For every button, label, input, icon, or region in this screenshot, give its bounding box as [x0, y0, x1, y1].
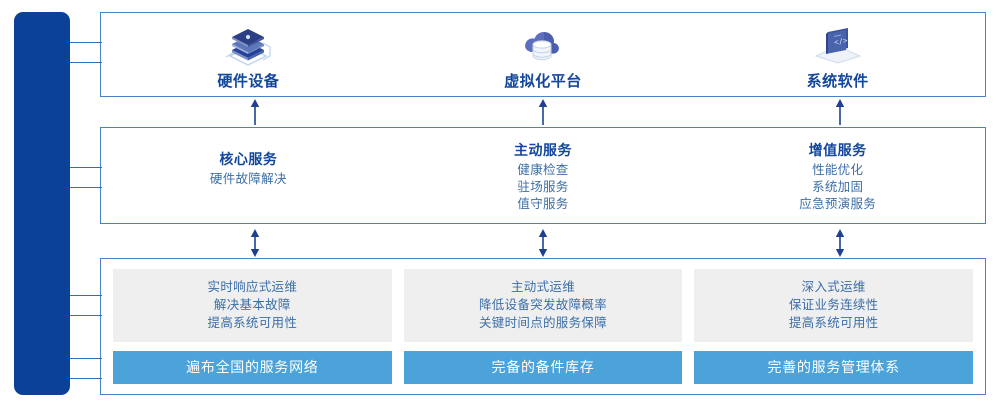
product-card-item: 系统加固 [812, 180, 864, 194]
product-card-item: 值守服务 [517, 197, 569, 211]
connector-line-product-top [68, 167, 102, 168]
position-line: 提高系统可用性 [788, 316, 879, 331]
sidebar [14, 12, 70, 395]
position-line: 保证业务连续性 [788, 298, 879, 313]
product-card-item: 健康检查 [517, 163, 569, 177]
product-card-title: 核心服务 [219, 151, 278, 167]
product-position-advantage-panel: 实时响应式运维 解决基本故障 提高系统可用性 遍布全国的服务网络 主动式运维 降… [100, 258, 986, 395]
advantage-bar-3[interactable]: 完善的服务管理体系 [694, 350, 974, 384]
arrow-up-tech-3 [833, 98, 847, 131]
arrow-up-tech-2 [536, 98, 550, 131]
sidebar-label-line2: 优势 [0, 398, 56, 407]
arrow-up-down-product-2 [536, 228, 550, 263]
connector-line-position-top [68, 295, 102, 296]
position-line: 实时响应式运维 [207, 280, 298, 295]
position-box-2[interactable]: 主动式运维 降低设备突发故障概率 关键时间点的服务保障 [403, 269, 683, 342]
tech-card-label: 系统软件 [806, 73, 869, 90]
product-card-item: 应急预演服务 [799, 197, 877, 211]
position-line: 解决基本故障 [213, 298, 291, 313]
advantage-bar-2[interactable]: 完备的备件库存 [403, 350, 683, 384]
product-card-core[interactable]: 核心服务 硬件故障解决 [101, 128, 396, 223]
product-content-panel: 核心服务 硬件故障解决 主动服务 健康检查 驻场服务 值守服务 增值服务 性能优… [100, 127, 986, 224]
tech-card-virtualization[interactable]: 虚拟化平台 [396, 13, 691, 96]
connector-line-tech-bottom [68, 62, 102, 63]
bottom-column-2: 主动式运维 降低设备突发故障概率 关键时间点的服务保障 完备的备件库存 [403, 269, 683, 384]
product-card-item: 硬件故障解决 [209, 172, 287, 186]
product-card-item: 性能优化 [812, 163, 864, 177]
product-card-title: 主动服务 [514, 142, 572, 158]
product-card-title: 增值服务 [808, 142, 867, 158]
position-line: 关键时间点的服务保障 [479, 316, 608, 331]
position-line: 提高系统可用性 [207, 316, 298, 331]
product-card-value-added[interactable]: 增值服务 性能优化 系统加固 应急预演服务 [690, 128, 985, 223]
connector-line-advantage-top [68, 358, 102, 359]
bottom-column-3: 深入式运维 保证业务连续性 提高系统可用性 完善的服务管理体系 [694, 269, 974, 384]
bottom-column-1: 实时响应式运维 解决基本故障 提高系统可用性 遍布全国的服务网络 [113, 269, 392, 384]
tech-card-label: 虚拟化平台 [504, 73, 582, 90]
advantage-bar-1[interactable]: 遍布全国的服务网络 [113, 350, 392, 384]
tech-direction-panel: 硬件设备 虚拟化平台 [100, 12, 986, 97]
server-stack-icon [218, 22, 278, 68]
connector-line-advantage-bottom [68, 378, 102, 379]
arrow-up-down-product-3 [833, 228, 847, 263]
product-card-proactive[interactable]: 主动服务 健康检查 驻场服务 值守服务 [396, 128, 691, 223]
tech-card-system-software[interactable]: </> 系统软件 [690, 13, 985, 96]
cloud-database-icon [513, 22, 573, 68]
connector-line-position-bottom [68, 315, 102, 316]
svg-text:</>: </> [833, 36, 848, 47]
arrow-up-tech-1 [248, 98, 262, 131]
arrow-up-down-product-1 [248, 228, 262, 263]
connector-line-tech-top [68, 42, 102, 43]
position-box-3[interactable]: 深入式运维 保证业务连续性 提高系统可用性 [694, 269, 974, 342]
laptop-code-icon: </> [808, 22, 868, 68]
product-card-item: 驻场服务 [517, 180, 569, 194]
tech-card-label: 硬件设备 [217, 73, 280, 90]
position-box-1[interactable]: 实时响应式运维 解决基本故障 提高系统可用性 [113, 269, 392, 342]
connector-line-product-bottom [68, 187, 102, 188]
position-line: 深入式运维 [801, 280, 866, 295]
tech-card-hardware[interactable]: 硬件设备 [101, 13, 396, 96]
position-line: 降低设备突发故障概率 [479, 298, 608, 313]
position-line: 主动式运维 [511, 280, 576, 295]
